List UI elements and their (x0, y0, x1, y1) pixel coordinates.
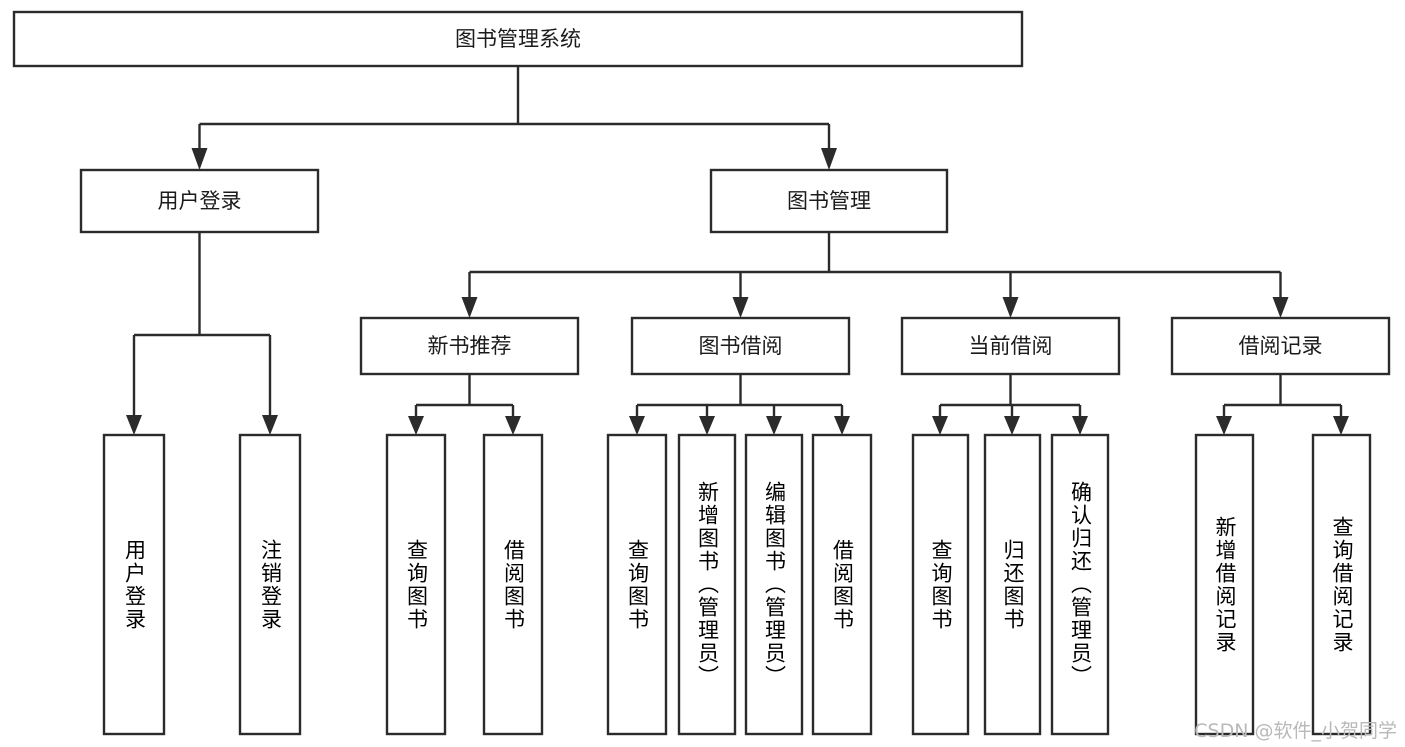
arrow-head-current-borrow (1002, 297, 1019, 318)
connector-root-to-level2 (191, 66, 837, 170)
node-box-leaf-edit-book[interactable] (744, 433, 804, 736)
connector-book-manage-to-level3 (461, 232, 1289, 318)
connector-new-book-rec-to-leaves (408, 374, 521, 435)
connector-book-borrow-to-leaves (629, 374, 850, 435)
node-box-leaf-logout[interactable] (238, 433, 302, 736)
node-label-borrow-record: 借阅记录 (1239, 334, 1323, 358)
arrow-head-leaf-confirm-return (1072, 416, 1088, 435)
arrow-head-leaf-add-book (699, 416, 715, 435)
node-box-borrow-record[interactable] (1170, 316, 1391, 376)
node-label-user-login: 用户登录 (158, 189, 242, 213)
node-label-book-borrow: 图书借阅 (699, 334, 783, 358)
arrow-head-book-borrow (732, 297, 749, 318)
arrow-head-leaf-return-book (1004, 416, 1020, 435)
node-box-book-manage[interactable] (709, 168, 949, 234)
arrow-head-leaf-edit-book (766, 416, 782, 435)
node-box-leaf-query-book-3[interactable] (911, 433, 970, 736)
csdn-watermark: CSDN @软件_小贺同学 (1194, 720, 1397, 742)
node-box-book-borrow[interactable] (630, 316, 851, 376)
node-box-leaf-confirm-return[interactable] (1050, 433, 1110, 736)
arrow-head-book-manage (821, 148, 837, 170)
arrow-head-leaf-query-book-3 (932, 416, 948, 435)
node-box-leaf-add-record[interactable] (1194, 433, 1255, 736)
arrow-head-leaf-borrow-book-2 (834, 416, 850, 435)
connector-borrow-record-to-leaves (1216, 374, 1349, 435)
arrow-head-user-login (191, 148, 208, 170)
node-label-book-manage: 图书管理 (787, 189, 871, 213)
node-box-leaf-borrow-book-1[interactable] (482, 433, 544, 736)
arrow-head-leaf-borrow-book-1 (505, 416, 521, 435)
arrow-head-leaf-add-record (1216, 416, 1232, 435)
arrow-head-new-book-rec (461, 297, 478, 318)
node-label-new-book-rec: 新书推荐 (428, 334, 512, 358)
node-box-current-borrow[interactable] (900, 316, 1121, 376)
node-box-root[interactable] (12, 10, 1024, 68)
arrow-head-leaf-logout (262, 415, 278, 435)
node-box-leaf-user-login[interactable] (102, 433, 166, 736)
node-box-user-login[interactable] (79, 168, 320, 234)
node-label-root: 图书管理系统 (455, 27, 581, 51)
arrow-head-borrow-record (1272, 297, 1289, 318)
node-box-leaf-borrow-book-2[interactable] (811, 433, 873, 736)
node-box-leaf-query-record[interactable] (1311, 433, 1372, 736)
arrow-head-leaf-user-login (126, 415, 142, 435)
arrow-head-leaf-query-record (1333, 416, 1349, 435)
connector-user-login-to-leaves (126, 232, 278, 435)
node-label-current-borrow: 当前借阅 (969, 334, 1053, 358)
connector-current-borrow-to-leaves (932, 374, 1088, 435)
node-box-leaf-query-book-2[interactable] (606, 433, 668, 736)
node-box-new-book-rec[interactable] (359, 316, 580, 376)
arrow-head-leaf-query-book-1 (408, 416, 424, 435)
arrow-head-leaf-query-book-2 (629, 416, 645, 435)
node-box-leaf-add-book[interactable] (677, 433, 737, 736)
node-box-leaf-query-book-1[interactable] (385, 433, 447, 736)
node-box-leaf-return-book[interactable] (983, 433, 1042, 736)
